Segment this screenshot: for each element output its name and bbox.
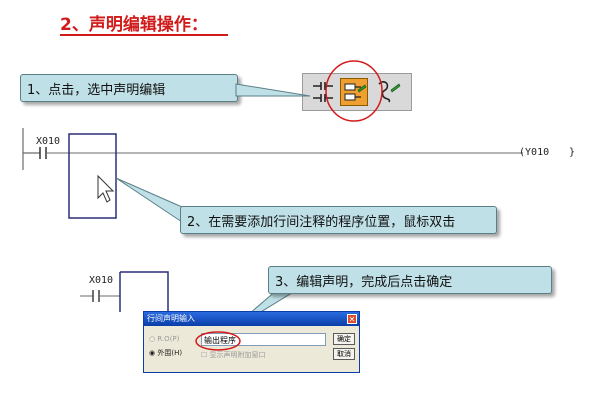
highlight-input-circle	[195, 331, 241, 351]
radio-inner[interactable]: ○ R.O(P)	[149, 335, 180, 343]
highlight-tool-circle	[325, 60, 383, 122]
callout-step2: 2、在需要添加行间注释的程序位置，鼠标双击	[180, 206, 497, 234]
coil-label-text: Y010	[525, 147, 550, 158]
statement-edit-icon[interactable]	[340, 78, 368, 106]
note-edit-icon[interactable]	[373, 78, 401, 106]
close-icon[interactable]: ✕	[347, 314, 357, 324]
callout-step3: 3、编辑声明，完成后点击确定	[268, 266, 552, 294]
dialog-title: 行间声明输入	[144, 312, 359, 326]
ladder-cursor-box-2	[119, 271, 169, 312]
ladder-tool-icon[interactable]	[309, 78, 337, 106]
show-window-checkbox[interactable]: ☐ 显示声明附加窗口	[201, 351, 266, 359]
title-underline	[60, 34, 228, 36]
coil-label: (Y010	[519, 147, 550, 158]
ladder-cursor-box	[68, 133, 117, 219]
checkbox-label: 显示声明附加窗口	[209, 351, 266, 359]
contact-label-2: X010	[89, 275, 114, 286]
page-title: 2、声明编辑操作：	[60, 15, 208, 35]
radio-outer[interactable]: ◉ 外围(H)	[149, 349, 183, 357]
statement-input[interactable]: 输出程序	[201, 333, 326, 346]
contact-label: X010	[36, 136, 61, 147]
radio-inner-label: R.O(P)	[157, 335, 180, 343]
radio-outer-label: 外围(H)	[157, 349, 183, 357]
cancel-button[interactable]: 取消	[333, 348, 355, 360]
callout-step1: 1、点击，选中声明编辑	[20, 74, 238, 102]
mouse-pointer-icon	[97, 174, 115, 203]
toolbar	[302, 73, 412, 111]
ok-button[interactable]: 确定	[333, 333, 355, 345]
callout-step1-pointer	[235, 83, 311, 97]
statement-input-dialog: 行间声明输入 ✕ ○ R.O(P) ◉ 外围(H) 输出程序 ☐ 显示声明附加窗…	[143, 311, 360, 373]
end-brace: }	[569, 147, 576, 158]
